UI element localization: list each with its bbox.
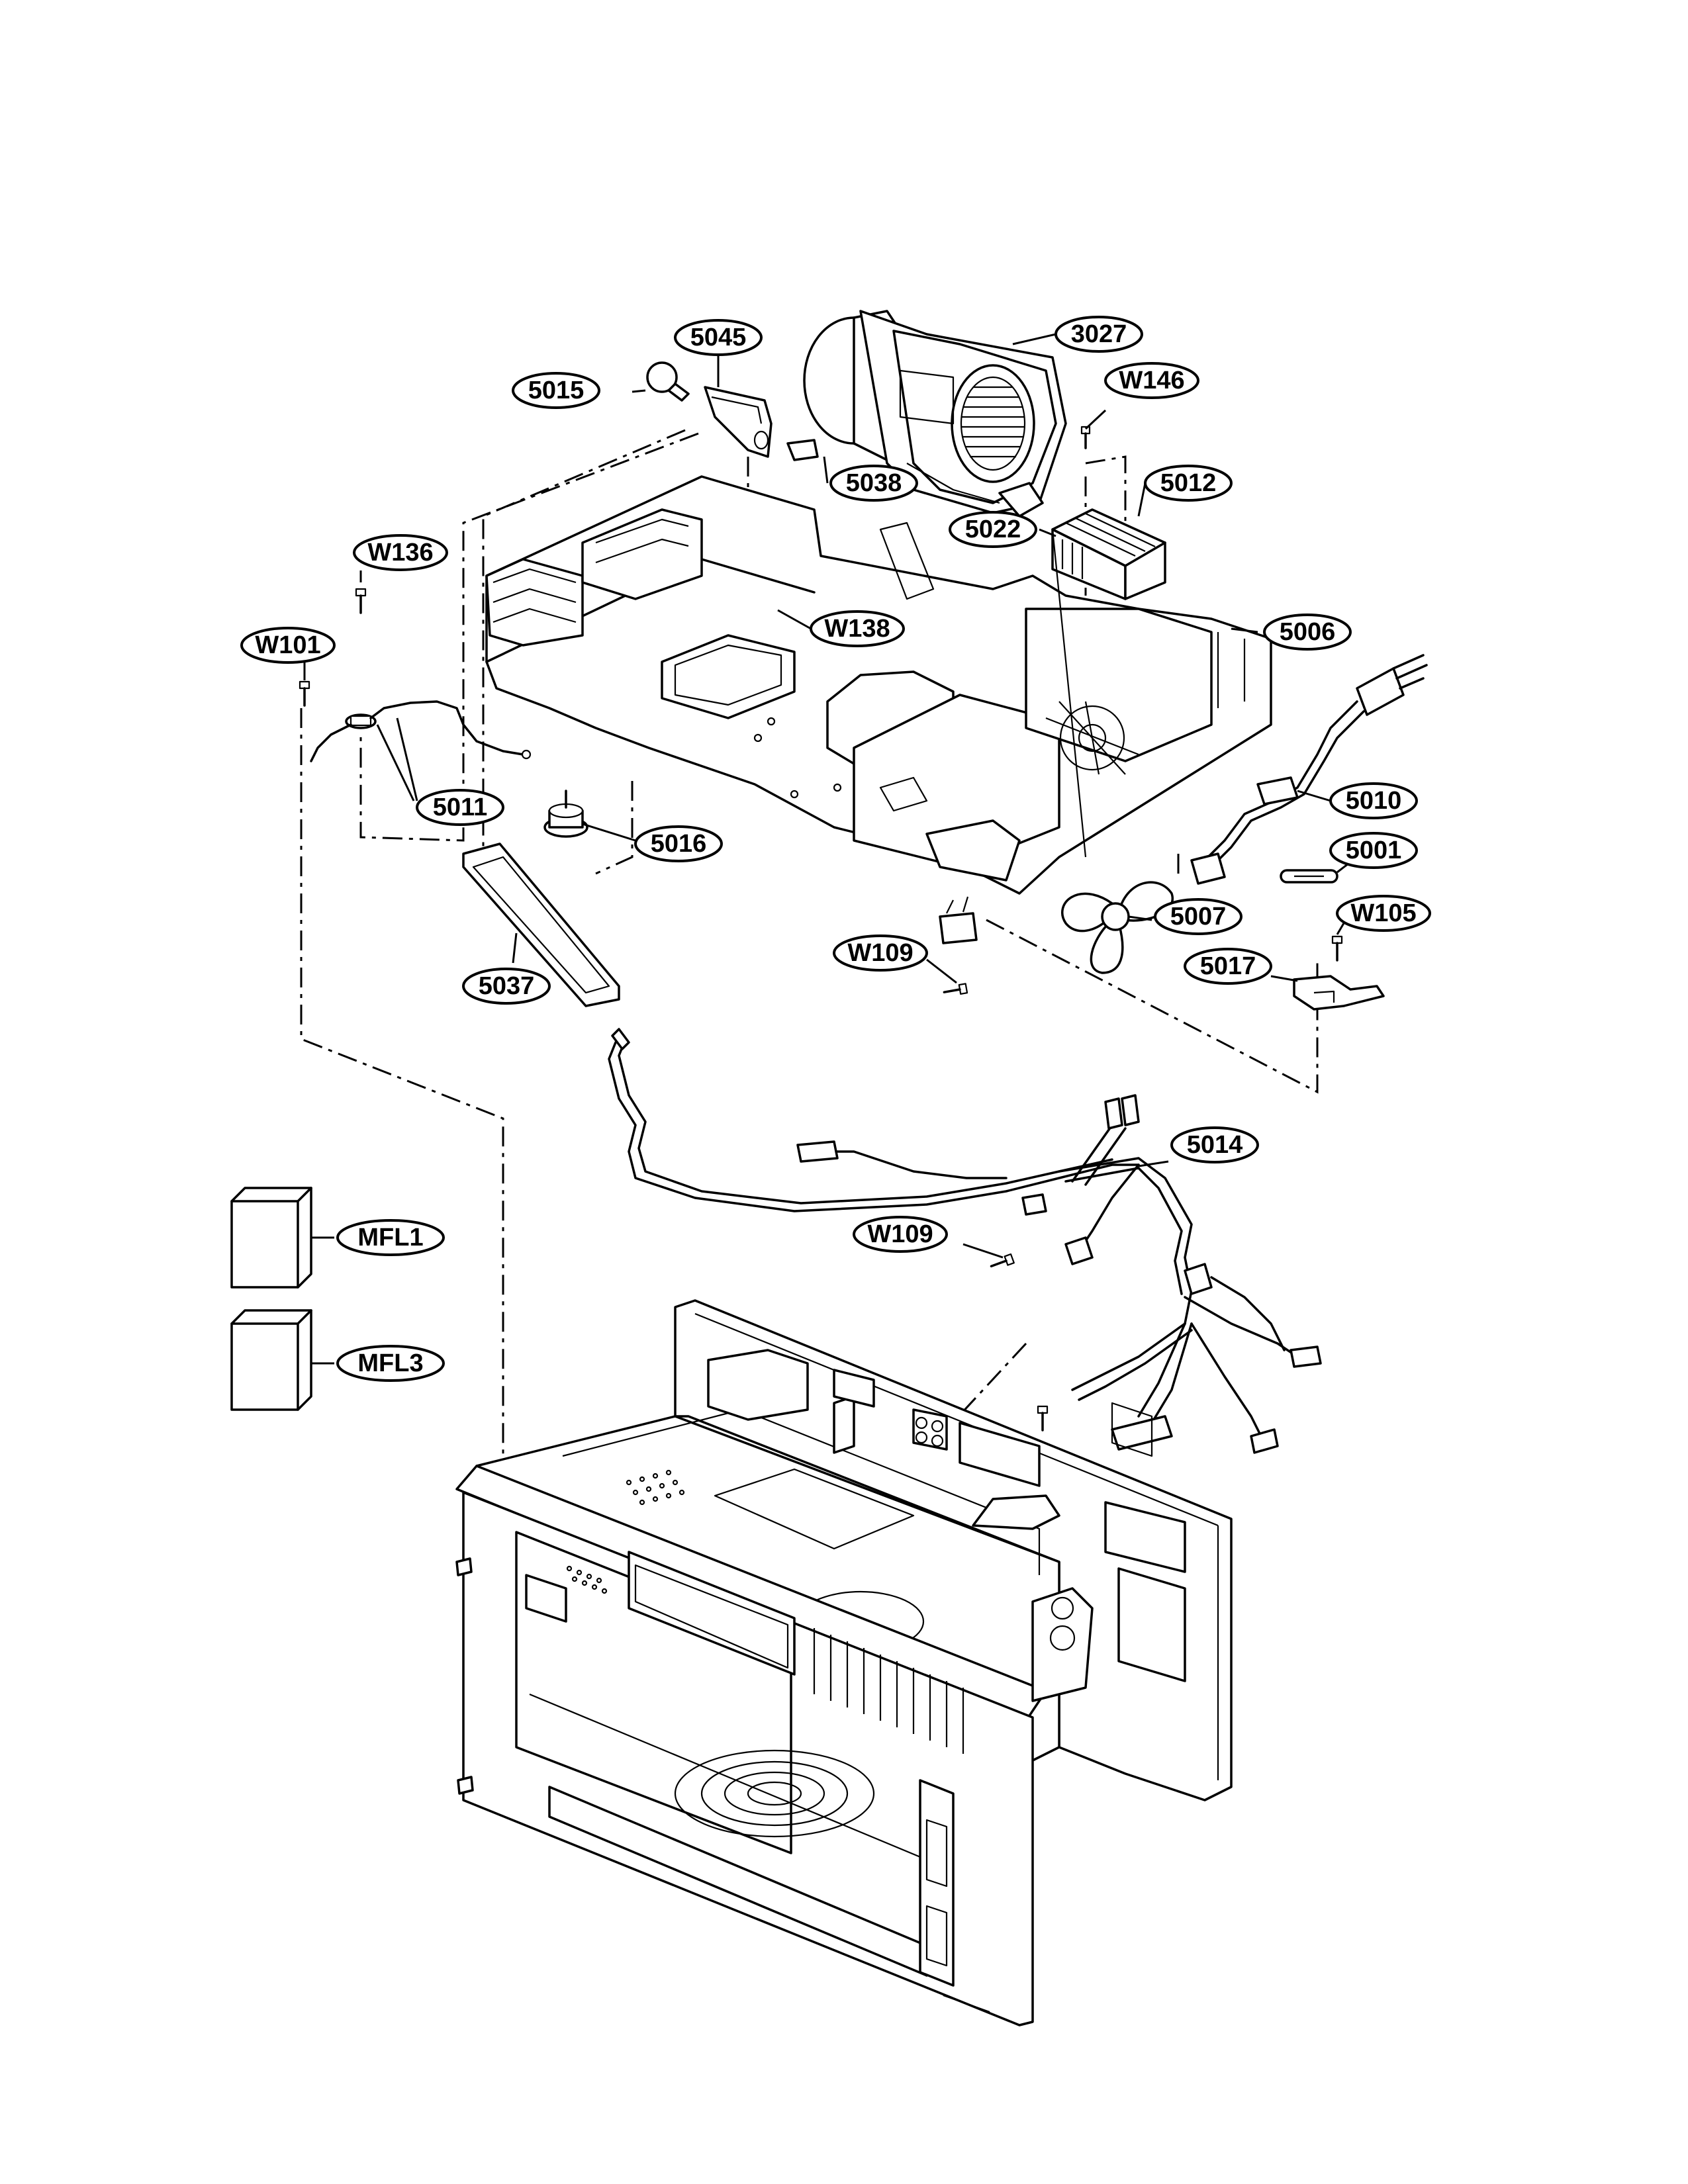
- callout-W109-lower: W109: [853, 1216, 948, 1253]
- callout-W105-label: W105: [1350, 899, 1416, 927]
- callout-W101: W101: [240, 627, 336, 664]
- callout-5010: 5010: [1329, 782, 1418, 819]
- power-cord-plug-icon: [1190, 654, 1428, 885]
- thermostat-5011: [310, 700, 532, 762]
- callout-5016-label: 5016: [651, 830, 707, 858]
- bracket-5017: [1293, 975, 1385, 1011]
- callout-5001-label: 5001: [1346, 837, 1402, 864]
- callout-W101-label: W101: [255, 631, 320, 659]
- callout-5006-label: 5006: [1280, 618, 1336, 646]
- callout-5015: 5015: [512, 372, 600, 409]
- thermostat-5016: [543, 790, 588, 838]
- callout-5014-label: 5014: [1187, 1131, 1243, 1159]
- callout-MFL1: MFL1: [336, 1219, 445, 1256]
- callout-W136: W136: [353, 534, 448, 571]
- fan-blade-icon: [1061, 881, 1174, 974]
- callout-5011: 5011: [416, 789, 504, 826]
- oven-cavity-icon: [455, 1299, 1233, 2026]
- callout-5012-label: 5012: [1160, 469, 1217, 497]
- callout-5017: 5017: [1184, 948, 1272, 985]
- callout-W109-upper-label: W109: [847, 939, 913, 967]
- callout-5045: 5045: [674, 319, 763, 356]
- wire-harness-icon: [608, 1028, 1322, 1454]
- callout-5037: 5037: [462, 968, 551, 1005]
- callout-5001: 5001: [1329, 832, 1418, 869]
- callout-MFL1-label: MFL1: [357, 1224, 423, 1251]
- callout-5038-label: 5038: [846, 469, 902, 497]
- callout-5015-label: 5015: [528, 377, 585, 404]
- callout-5022-label: 5022: [965, 516, 1021, 543]
- callout-W146-label: W146: [1119, 367, 1184, 394]
- callout-5038: 5038: [829, 465, 918, 502]
- callout-W138: W138: [810, 610, 905, 647]
- callout-5006: 5006: [1263, 614, 1352, 651]
- callout-5037-label: 5037: [479, 972, 535, 1000]
- callout-5017-label: 5017: [1200, 952, 1256, 980]
- callout-W146: W146: [1104, 362, 1199, 399]
- callout-5014: 5014: [1170, 1126, 1259, 1163]
- blower-motor-icon: [803, 310, 1067, 518]
- callout-MFL3-label: MFL3: [357, 1349, 423, 1377]
- manual-booklet-icon: [230, 1187, 312, 1411]
- callout-MFL3: MFL3: [336, 1345, 445, 1382]
- callout-W109-lower-label: W109: [867, 1220, 933, 1248]
- base-plate-assembly: [485, 475, 1272, 895]
- callout-5012: 5012: [1144, 465, 1233, 502]
- filter-icon: [462, 842, 620, 1007]
- callout-W105: W105: [1336, 895, 1431, 932]
- callout-3027: 3027: [1055, 316, 1143, 353]
- callout-5016: 5016: [634, 825, 723, 862]
- callout-5007-label: 5007: [1170, 903, 1227, 931]
- callout-5045-label: 5045: [690, 324, 747, 351]
- lamp-bulb-icon: [646, 361, 819, 461]
- callout-W109-upper: W109: [833, 934, 928, 972]
- callout-3027-label: 3027: [1071, 320, 1127, 348]
- fuse-5001: [1280, 869, 1338, 884]
- callout-W138-label: W138: [824, 615, 890, 643]
- callout-5011-label: 5011: [433, 794, 487, 821]
- switch-under-base: [939, 896, 978, 944]
- callout-5022: 5022: [949, 511, 1037, 548]
- callout-W136-label: W136: [367, 539, 433, 567]
- callout-5007: 5007: [1154, 898, 1243, 935]
- callout-5010-label: 5010: [1346, 787, 1402, 815]
